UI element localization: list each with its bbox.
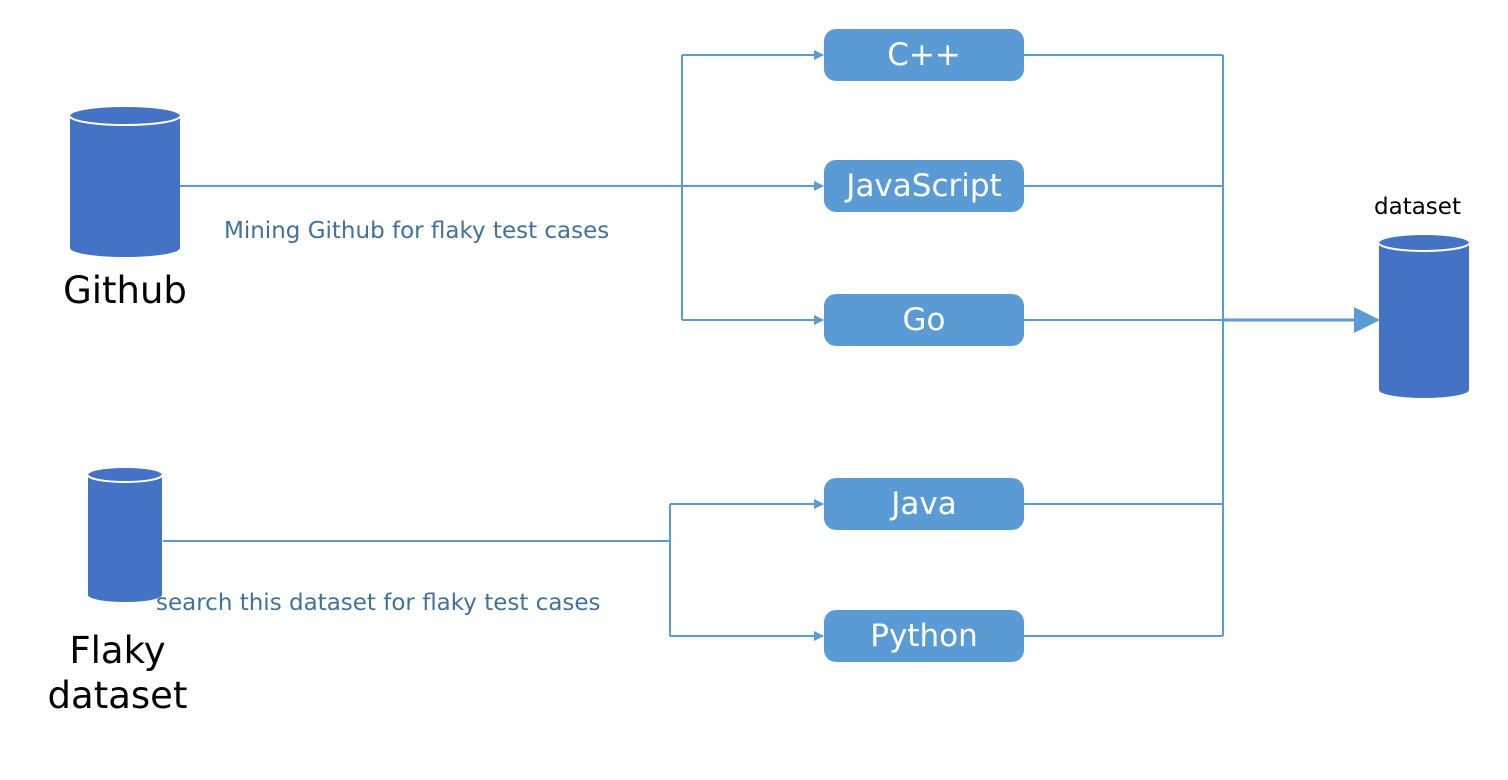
github-label: Github bbox=[63, 269, 187, 312]
lang-box-javascript: JavaScript bbox=[824, 160, 1024, 212]
lang-box-python: Python bbox=[824, 610, 1024, 662]
flaky-dataset-label: Flaky dataset bbox=[47, 629, 188, 718]
flaky-edge-label: search this dataset for flaky test cases bbox=[156, 590, 601, 616]
lang-box-go: Go bbox=[824, 294, 1024, 346]
flaky-database-icon bbox=[87, 468, 163, 602]
output-dataset-label: dataset bbox=[1374, 194, 1461, 220]
lang-box-java: Java bbox=[824, 478, 1024, 530]
github-database-icon bbox=[69, 107, 181, 257]
github-edge-label: Mining Github for flaky test cases bbox=[224, 218, 610, 244]
output-dataset-icon bbox=[1378, 235, 1470, 398]
lang-box-cpp: C++ bbox=[824, 29, 1024, 81]
